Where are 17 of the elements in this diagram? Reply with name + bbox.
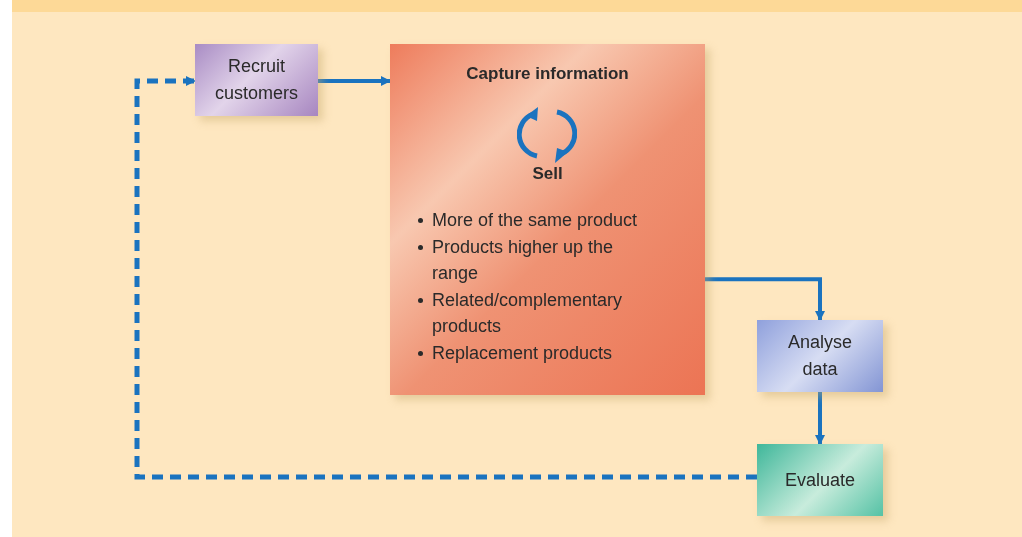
bullet-item: Replacement products [432,341,614,365]
arrow [705,277,825,321]
process-box [390,44,705,395]
arrow [134,76,757,480]
box-label: Recruit customers [214,55,299,105]
bullet-item: More of the same product [432,209,639,232]
box-label: Evaluate [784,468,856,492]
arrow [815,392,825,445]
box-heading: Capture information [465,64,630,84]
process-box [757,320,883,392]
bullet-item: Products higher up the range [432,235,615,285]
bullet-item: Related/complementary products [432,288,624,338]
process-box [757,444,883,516]
process-box [195,44,318,116]
arrow [318,76,391,86]
box-heading: Sell [531,164,564,184]
box-label: Analyse data [786,331,853,381]
